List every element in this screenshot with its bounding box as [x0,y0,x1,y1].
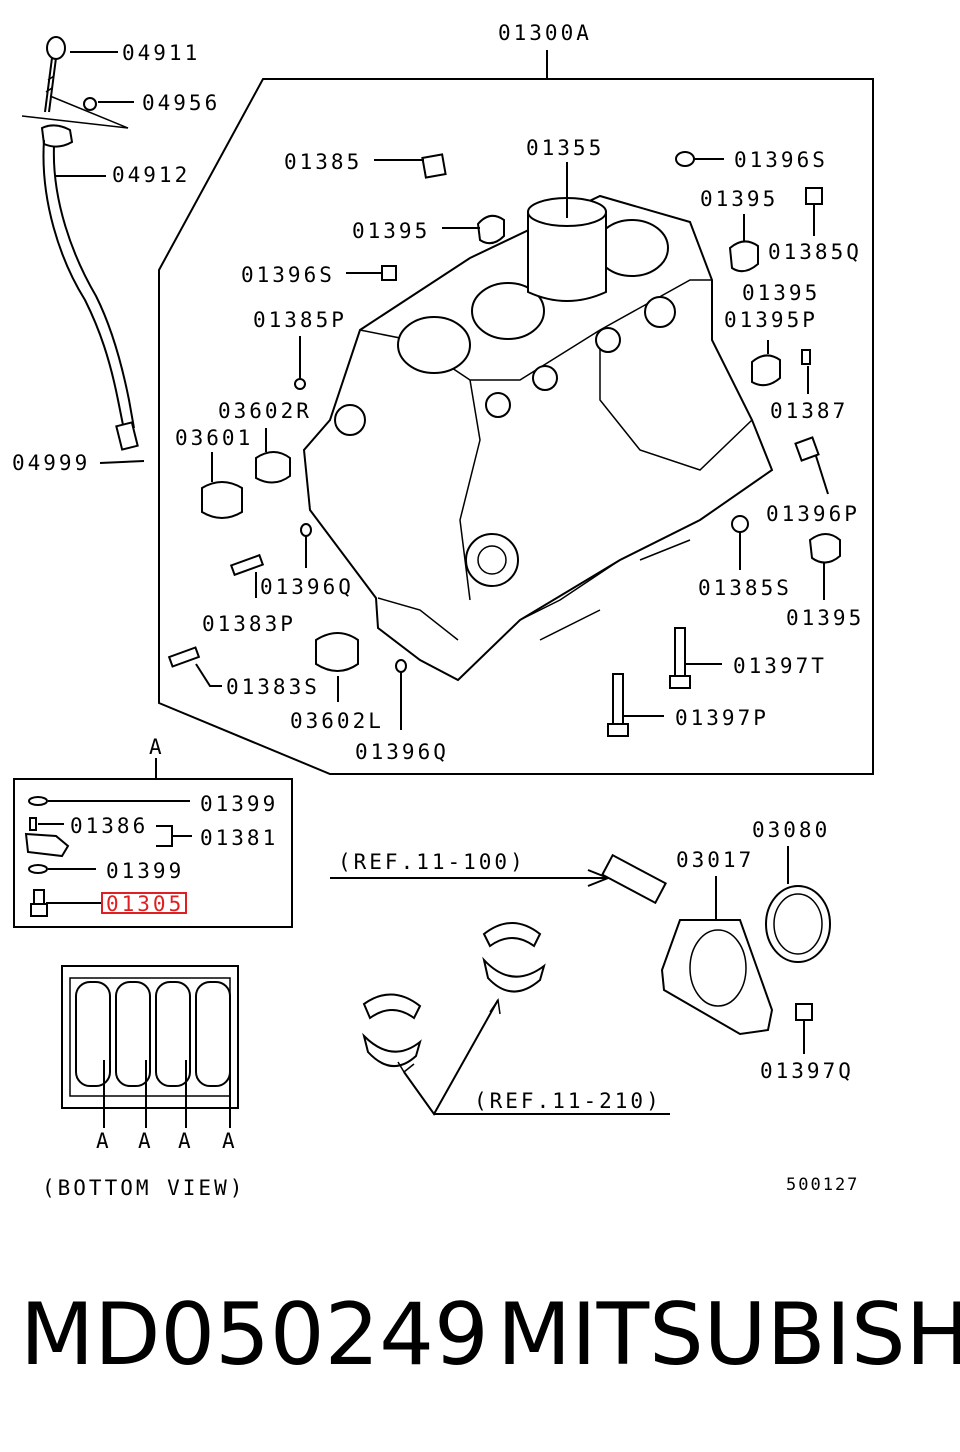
label-01395-mid: 01395 [742,281,820,305]
label-01355: 01355 [526,136,604,160]
label-03602l: 03602L [290,709,384,733]
cylinder-block [302,194,774,682]
assembly-frame [158,50,874,775]
label-01385: 01385 [284,150,362,174]
label-01385q: 01385Q [768,240,862,264]
label-bottom-a4: A [222,1129,238,1153]
label-drawing-number: 500127 [786,1175,859,1195]
bearing-shells [362,922,670,1116]
label-01395-right: 01395 [700,187,778,211]
label-04912: 04912 [112,163,190,187]
label-detail-a: A [149,735,165,759]
rear-seal-group [330,846,831,1054]
bottom-view-drawing [61,965,239,1128]
label-01395-left: 01395 [352,219,430,243]
label-01381: 01381 [200,826,278,850]
label-01395-lower: 01395 [786,606,864,630]
label-01383s: 01383S [226,675,320,699]
label-01399-top: 01399 [200,792,278,816]
label-bottom-a1: A [96,1129,112,1153]
label-01383p: 01383P [202,612,296,636]
part-labels: 01300A 04911 04956 04912 04999 01385 013… [12,21,864,1200]
label-01385p: 01385P [253,308,347,332]
label-01397q: 01397Q [760,1059,854,1083]
label-01386: 01386 [70,814,148,838]
label-01385s: 01385S [698,576,792,600]
part-number: MD050249 [20,1285,489,1385]
label-01396q-lower: 01396Q [355,740,449,764]
label-03080: 03080 [752,818,830,842]
footer: MD050249 MITSUBISHI [0,1285,960,1395]
label-ref-11-100: (REF.11-100) [338,850,526,874]
label-01387: 01387 [770,399,848,423]
label-01399-bottom: 01399 [106,859,184,883]
label-01395p: 01395P [724,308,818,332]
label-bottom-a3: A [178,1129,194,1153]
label-03601: 03601 [175,426,253,450]
label-ref-11-210: (REF.11-210) [474,1089,662,1113]
label-01396s-top: 01396S [734,148,828,172]
label-01396s-left: 01396S [241,263,335,287]
highlight-box [101,892,187,914]
label-04956: 04956 [142,91,220,115]
block-parts [167,151,841,737]
label-bottom-a2: A [138,1129,154,1153]
label-04911: 04911 [122,41,200,65]
label-03017: 03017 [676,848,754,872]
label-01300a: 01300A [498,21,592,45]
label-01396q-upper: 01396Q [260,575,354,599]
label-04999: 04999 [12,451,90,475]
detail-a-box [13,758,293,928]
brand-name: MITSUBISHI [497,1285,960,1385]
label-03602r: 03602R [218,399,312,423]
label-bottom-view: (BOTTOM VIEW) [42,1176,245,1200]
label-01396p: 01396P [766,502,860,526]
label-01305-highlighted: 01305 [106,892,184,916]
label-01397p: 01397P [675,706,769,730]
label-01397t: 01397T [733,654,827,678]
dipstick-assembly [21,36,145,464]
